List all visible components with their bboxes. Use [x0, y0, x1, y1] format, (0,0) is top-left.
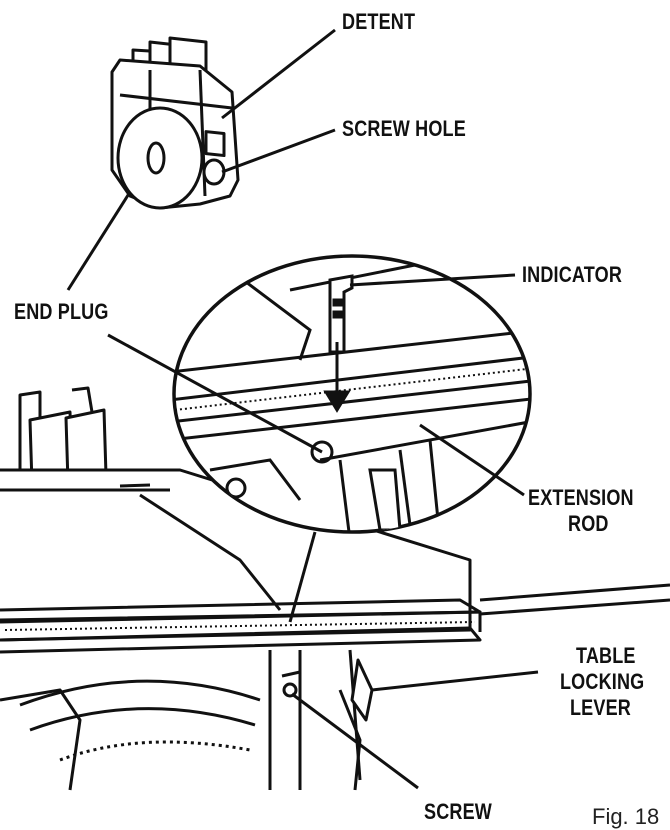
label-extension-rod-line1: EXTENSION	[528, 485, 634, 510]
screw-hole-leader	[221, 128, 336, 174]
label-screw: SCREW	[424, 799, 492, 824]
label-detent: DETENT	[342, 9, 416, 34]
screw-leader	[291, 692, 419, 790]
label-table-locking-line3: LEVER	[570, 695, 631, 720]
label-indicator: INDICATOR	[522, 262, 623, 287]
table-locking-leader	[371, 670, 539, 692]
label-table-locking-line2: LOCKING	[560, 669, 645, 694]
label-screw-hole: SCREW HOLE	[342, 116, 466, 141]
figure-number: Fig. 18	[592, 804, 660, 829]
magnifier-leader	[288, 531, 317, 623]
saw-table-illustration	[0, 386, 670, 791]
end-plug-leader	[66, 191, 132, 291]
end-plug-leader-2	[107, 333, 323, 454]
magnified-view	[172, 254, 532, 534]
extension-rod-leader	[419, 423, 525, 497]
end-plug-illustration	[110, 36, 240, 210]
label-table-locking-line1: TABLE	[576, 643, 636, 668]
label-extension-rod-line2: ROD	[568, 511, 609, 536]
indicator-leader	[349, 273, 516, 287]
label-end-plug: END PLUG	[14, 299, 109, 324]
detent-leader	[221, 28, 336, 120]
leader-lines	[66, 28, 539, 790]
